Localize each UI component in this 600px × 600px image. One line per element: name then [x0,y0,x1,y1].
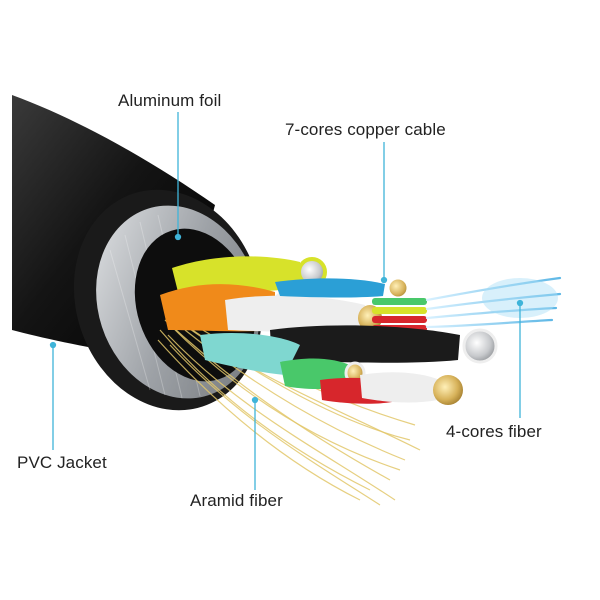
core-blue-conductor [386,276,410,300]
label-copper-cable: 7-cores copper cable [285,120,446,139]
leader-lines [49,112,524,490]
core-black-conductor [462,328,498,364]
label-aramid-fiber: Aramid fiber [190,491,283,510]
core-white-bottom-conductor [433,375,463,405]
label-fiber-cores: 4-cores fiber [446,422,542,441]
label-pvc-jacket: PVC Jacket [17,453,107,472]
core-black [270,325,460,363]
core-white [225,295,365,332]
optical-fiber-glow [482,278,558,318]
core-blue [275,278,385,298]
core-teal [200,333,300,375]
optical-fibers [425,276,562,329]
label-aluminum-foil: Aluminum foil [118,91,222,110]
core-white-bottom [360,372,440,403]
